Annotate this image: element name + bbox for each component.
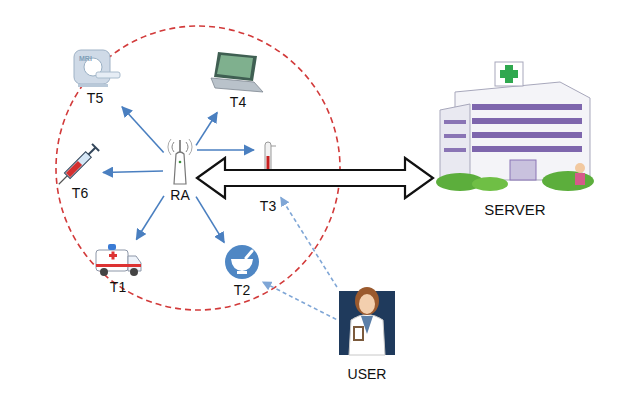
link-arrow (197, 149, 254, 151)
syringe-icon (55, 144, 99, 188)
network-region (56, 26, 340, 310)
node-label: T5 (70, 90, 120, 106)
hospital-building (436, 62, 594, 191)
icon-caption: MRI (79, 55, 92, 63)
mri-icon (74, 50, 120, 87)
laptop-icon (211, 52, 263, 92)
link-arrow (136, 196, 164, 240)
node-label: SERVER (435, 202, 595, 218)
user-node: USER (338, 288, 396, 382)
dashed-arrow (263, 282, 337, 319)
node-label: T4 (211, 94, 265, 110)
dashed-arrow (281, 197, 337, 287)
node-label: T3 (257, 198, 279, 214)
mortar-icon (225, 245, 259, 279)
terminal-node: T3 (257, 140, 279, 214)
ambulance-icon (96, 244, 141, 276)
double-arrow (197, 158, 433, 198)
node-label: RA (165, 187, 195, 203)
link-arrow (196, 113, 217, 146)
link-arrow (122, 107, 164, 153)
terminal-node: T4 (211, 50, 265, 110)
router-icon (168, 139, 192, 184)
terminal-node: T6 (60, 145, 100, 201)
node-label: T6 (60, 185, 100, 201)
terminal-node: T2 (224, 245, 260, 298)
terminal-node: T1 (94, 242, 142, 295)
node-label: USER (338, 366, 396, 382)
node-label: T1 (94, 279, 142, 295)
server-node: SERVER (435, 60, 595, 218)
access-point-node: RA (165, 138, 195, 203)
doctor-figure (339, 287, 395, 355)
link-arrow (196, 197, 224, 243)
terminal-node: T5 (70, 48, 120, 106)
node-label: T2 (224, 282, 260, 298)
link-arrow (103, 171, 163, 173)
